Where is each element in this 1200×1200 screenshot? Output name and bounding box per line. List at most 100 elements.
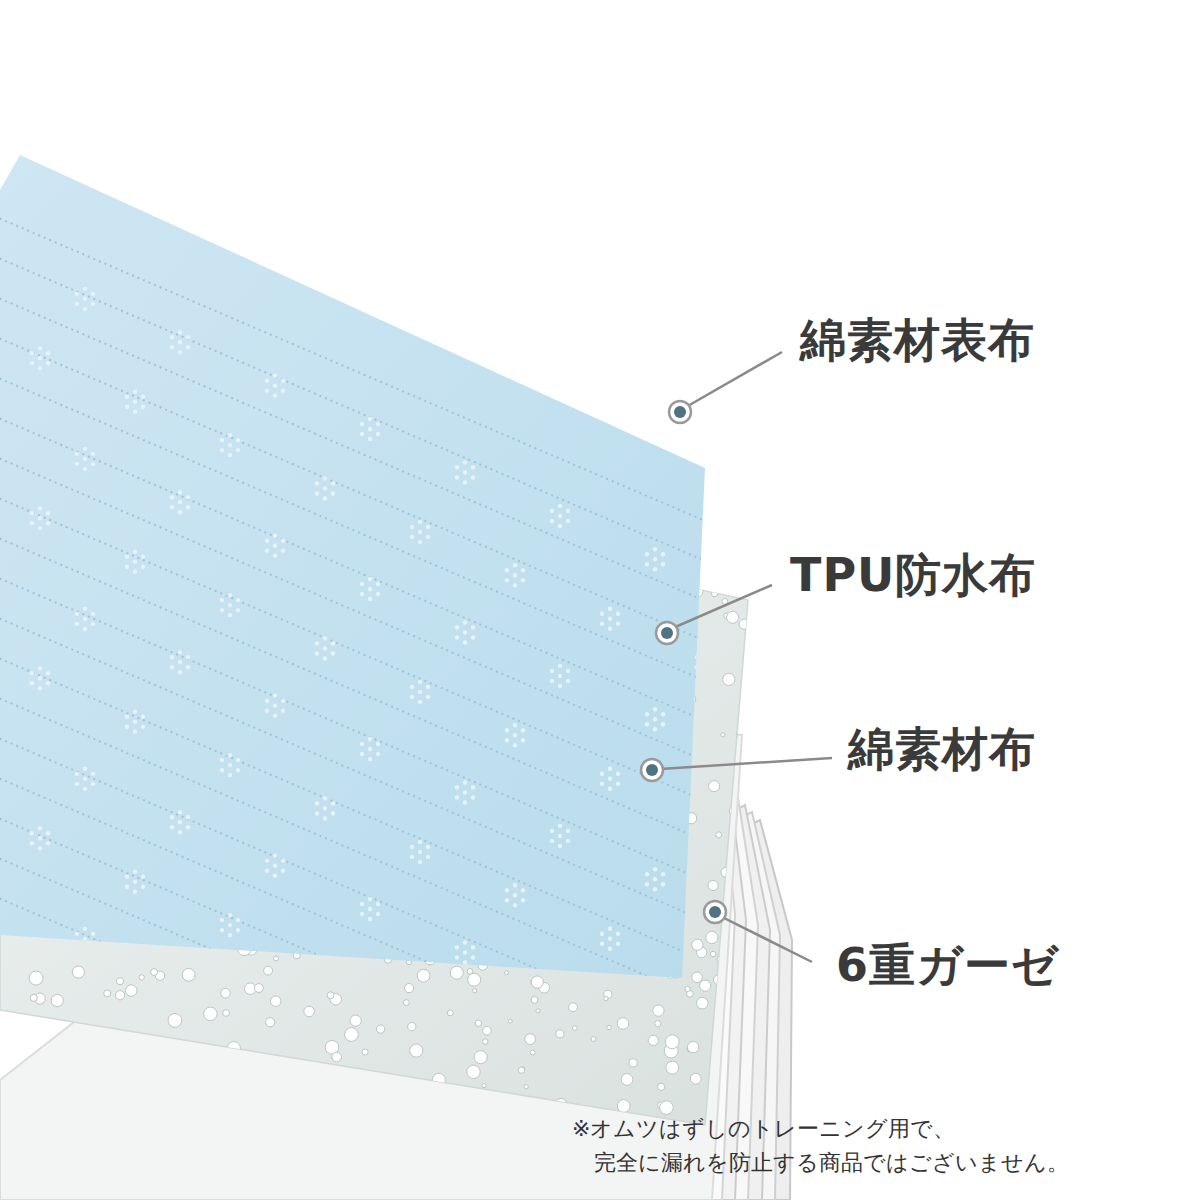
water-drop <box>115 991 124 1000</box>
weave-hole <box>653 717 657 721</box>
weave-hole <box>46 831 50 835</box>
weave-hole <box>608 607 612 611</box>
note-text: ※オムツはずしのトレーニング用で、 完全に漏れを防止する商品ではございません。 <box>572 1112 1194 1180</box>
weave-hole <box>46 991 50 995</box>
callout-dot <box>641 759 663 781</box>
weave-hole <box>83 1097 87 1101</box>
weave-hole <box>426 695 430 699</box>
weave-hole <box>505 1048 509 1052</box>
weave-hole <box>125 554 129 558</box>
weave-hole <box>265 868 269 872</box>
water-drop <box>332 1052 342 1062</box>
weave-hole <box>756 756 760 760</box>
weave-hole <box>220 608 224 612</box>
callout-dot <box>669 401 691 423</box>
weave-hole <box>125 404 129 408</box>
weave-hole <box>91 622 95 626</box>
weave-hole <box>600 1092 604 1096</box>
water-drop <box>617 1100 630 1113</box>
weave-hole <box>265 1018 269 1022</box>
water-drop <box>4 1100 17 1113</box>
weave-hole <box>558 504 562 508</box>
weave-hole <box>418 840 422 844</box>
weave-hole <box>505 578 509 582</box>
weave-hole <box>83 1087 87 1091</box>
water-drop <box>744 811 754 821</box>
weave-hole <box>463 950 467 954</box>
weave-hole <box>368 587 372 591</box>
weave-hole <box>265 548 269 552</box>
weave-hole <box>471 1105 475 1109</box>
weave-hole <box>550 679 554 683</box>
weave-hole <box>91 932 95 936</box>
weave-hole <box>616 612 620 616</box>
weave-hole <box>46 511 50 515</box>
weave-hole <box>170 655 174 659</box>
weave-hole <box>703 820 707 824</box>
weave-hole <box>703 980 707 984</box>
water-drop <box>125 985 137 997</box>
weave-hole <box>228 603 232 607</box>
water-drop <box>727 611 739 623</box>
water-drop <box>111 1083 120 1092</box>
water-drop <box>711 590 717 596</box>
water-drop <box>743 674 747 678</box>
part-label: 綿素材表布 <box>800 313 1035 368</box>
weave-hole <box>418 680 422 684</box>
weave-hole <box>410 1165 414 1169</box>
water-drop <box>223 1010 230 1017</box>
weave-line <box>0 757 760 1104</box>
weave-hole <box>186 335 190 339</box>
leaders <box>660 352 832 962</box>
water-drop <box>726 961 736 971</box>
water-drop <box>221 988 231 998</box>
water-drop <box>525 1034 536 1045</box>
water-drop <box>56 1125 62 1131</box>
weave-hole <box>281 1188 285 1192</box>
water-drop <box>104 990 111 997</box>
weave-hole <box>91 302 95 306</box>
weave-hole <box>315 481 319 485</box>
weave-hole <box>418 860 422 864</box>
weave-hole <box>653 887 657 891</box>
weave-hole <box>653 1037 657 1041</box>
weave-hole <box>566 669 570 673</box>
weave-hole <box>141 1034 145 1038</box>
weave-hole <box>695 815 699 819</box>
weave-hole <box>178 660 182 664</box>
weave-hole <box>566 509 570 513</box>
water-drop <box>648 1035 658 1045</box>
weave-hole <box>711 985 715 989</box>
weave-hole <box>315 801 319 805</box>
water-drop <box>754 579 759 584</box>
weave-hole <box>236 928 240 932</box>
water-drop <box>362 1049 368 1055</box>
weave-hole <box>550 999 554 1003</box>
weave-hole <box>178 820 182 824</box>
weave-hole <box>133 1039 137 1043</box>
weave-hole <box>315 651 319 655</box>
water-drop <box>0 1030 8 1043</box>
weave-hole <box>315 811 319 815</box>
water-drop <box>300 1072 312 1084</box>
weave-hole <box>141 724 145 728</box>
weave-hole <box>315 641 319 645</box>
weave-hole <box>703 650 707 654</box>
weave-hole <box>566 1159 570 1163</box>
weave-hole <box>521 1058 525 1062</box>
weave-hole <box>186 655 190 659</box>
weave-hole <box>331 971 335 975</box>
weave-hole <box>38 506 42 510</box>
weave-hole <box>703 830 707 834</box>
weave-hole <box>455 475 459 479</box>
weave-hole <box>360 422 364 426</box>
weave-hole <box>46 351 50 355</box>
weave-hole <box>228 443 232 447</box>
weave-hole <box>141 394 145 398</box>
weave-hole <box>608 617 612 621</box>
water-drop <box>282 1067 287 1072</box>
water-drop <box>473 989 477 993</box>
water-drop <box>404 984 413 993</box>
weave-hole <box>331 491 335 495</box>
water-drop <box>119 1037 130 1048</box>
